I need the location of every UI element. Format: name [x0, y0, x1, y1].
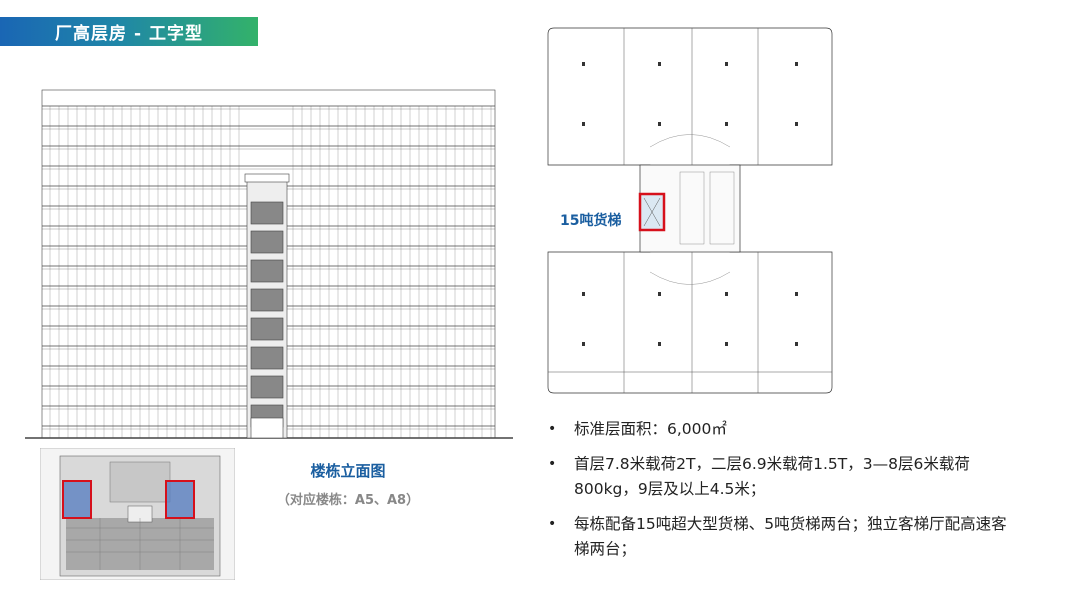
freight-elevator-label: 15吨货梯: [560, 213, 622, 229]
bullet-icon: •: [548, 456, 557, 472]
spec-text: 每栋配备15吨超大型货梯、5吨货梯两台；独立客梯厅配高速客梯两台；: [574, 515, 1007, 558]
spec-list: • 标准层面积：6,000㎡ • 首层7.8米载荷2T，二层6.9米载荷1.5T，3…: [548, 417, 1008, 572]
bullet-icon: •: [548, 421, 557, 437]
highlight-building-a5: [62, 480, 92, 519]
spec-item: • 首层7.8米载荷2T，二层6.9米载荷1.5T，3—8层6米载荷800kg，9…: [548, 452, 1008, 502]
site-plan-thumbnail: [40, 448, 235, 580]
floor-plan-drawing: [547, 27, 833, 394]
elevation-caption: 楼栋立面图: [310, 462, 386, 480]
spec-text: 标准层面积：6,000㎡: [574, 420, 727, 438]
spec-item: • 标准层面积：6,000㎡: [548, 417, 1008, 442]
spec-item: • 每栋配备15吨超大型货梯、5吨货梯两台；独立客梯厅配高速客梯两台；: [548, 512, 1008, 562]
title-banner: 厂高层房 - 工字型: [0, 17, 258, 46]
page-title: 厂高层房 - 工字型: [55, 24, 203, 44]
elevation-subcaption: （对应楼栋：A5、A8）: [276, 493, 420, 508]
highlight-building-a8: [165, 480, 195, 519]
building-elevation-drawing: [25, 89, 513, 439]
elevation-caption-block: 楼栋立面图 （对应楼栋：A5、A8）: [248, 460, 448, 508]
spec-text: 首层7.8米载荷2T，二层6.9米载荷1.5T，3—8层6米载荷800kg，9层…: [574, 455, 970, 498]
bullet-icon: •: [548, 516, 557, 532]
